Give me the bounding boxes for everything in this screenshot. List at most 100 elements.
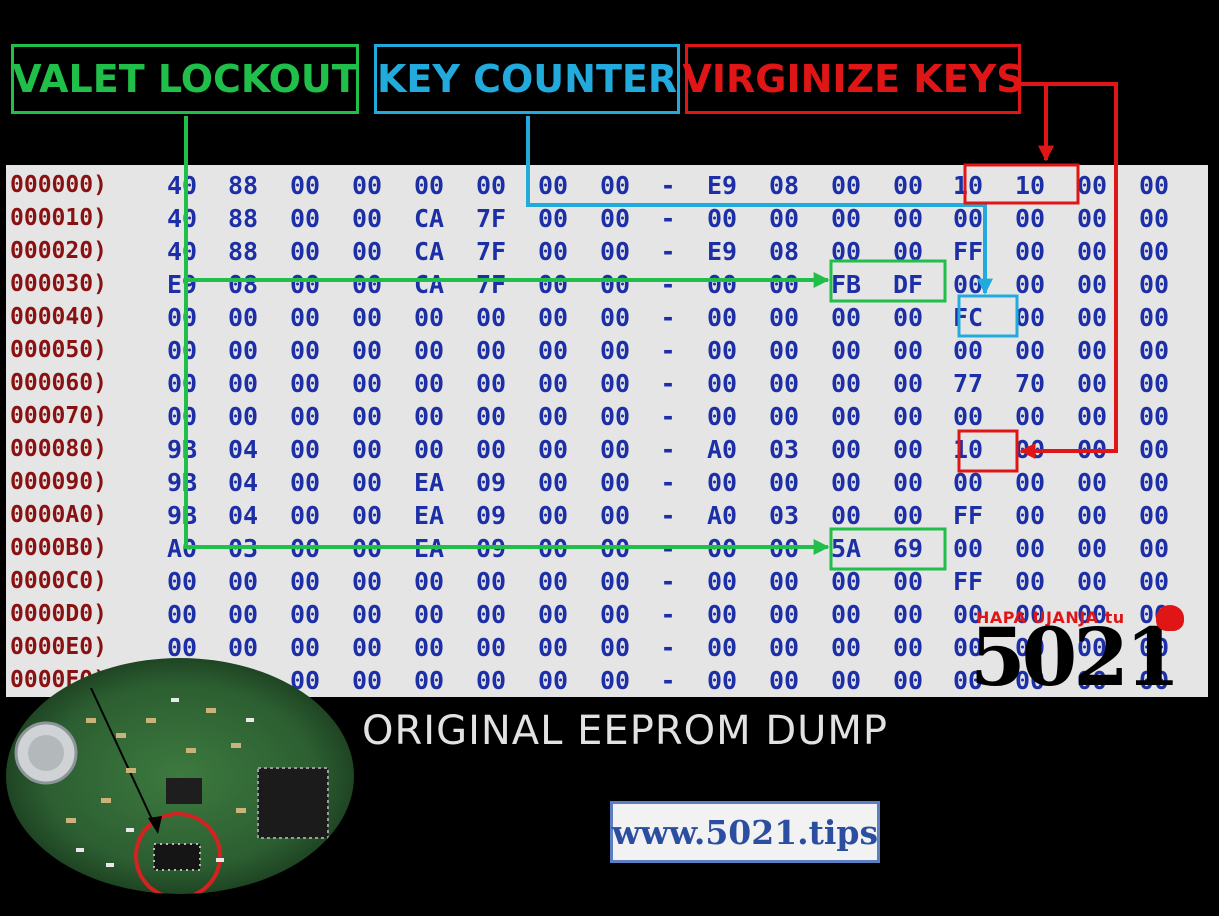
byte-cell: 00 xyxy=(830,567,862,596)
byte-cell: 00 xyxy=(892,567,924,596)
byte-cell: 00 xyxy=(706,303,738,332)
byte-cell: 00 xyxy=(166,336,198,365)
byte-cell: 00 xyxy=(1076,204,1108,233)
circuit-board-illustration xyxy=(14,687,329,894)
byte-cell: 00 xyxy=(289,303,321,332)
byte-cell: 00 xyxy=(1014,534,1046,563)
byte-cell: 00 xyxy=(1138,435,1170,464)
row-address: 0000C0) xyxy=(10,568,107,594)
byte-cell: 00 xyxy=(537,501,569,530)
byte-cell: 00 xyxy=(289,171,321,200)
byte-cell: CA xyxy=(413,270,445,299)
byte-cell: 00 xyxy=(706,600,738,629)
key-counter-label: KEY COUNTER xyxy=(374,44,680,114)
byte-cell: 00 xyxy=(227,567,259,596)
byte-cell: 5A xyxy=(830,534,862,563)
byte-cell: 00 xyxy=(892,600,924,629)
byte-cell: 00 xyxy=(351,435,383,464)
byte-cell: 00 xyxy=(768,336,800,365)
row-address: 000000) xyxy=(10,172,107,198)
byte-cell: 00 xyxy=(413,633,445,662)
byte-separator: - xyxy=(660,171,676,200)
byte-cell: 10 xyxy=(952,171,984,200)
byte-separator: - xyxy=(660,600,676,629)
byte-cell: 00 xyxy=(892,666,924,695)
byte-cell: 00 xyxy=(1014,204,1046,233)
byte-cell: 00 xyxy=(599,435,631,464)
byte-cell: 08 xyxy=(227,270,259,299)
byte-cell: EA xyxy=(413,501,445,530)
byte-cell: 9B xyxy=(166,468,198,497)
byte-separator: - xyxy=(660,435,676,464)
byte-cell: 00 xyxy=(289,567,321,596)
byte-cell: 00 xyxy=(952,468,984,497)
byte-cell: 00 xyxy=(1014,633,1046,662)
byte-cell: 00 xyxy=(289,633,321,662)
byte-cell: 03 xyxy=(768,435,800,464)
byte-cell: 10 xyxy=(1014,171,1046,200)
byte-cell: 03 xyxy=(768,501,800,530)
byte-cell: 00 xyxy=(706,567,738,596)
byte-cell: 00 xyxy=(413,303,445,332)
byte-cell: 00 xyxy=(537,270,569,299)
byte-cell: 00 xyxy=(227,600,259,629)
byte-cell: 04 xyxy=(227,435,259,464)
key-counter-arrow xyxy=(526,116,993,295)
byte-cell: 00 xyxy=(1076,534,1108,563)
website-link[interactable]: www.5021.tips xyxy=(610,801,880,863)
byte-cell: 00 xyxy=(830,336,862,365)
byte-cell: 00 xyxy=(413,402,445,431)
byte-cell: 7F xyxy=(475,237,507,266)
byte-cell: 00 xyxy=(289,468,321,497)
byte-cell: 00 xyxy=(599,567,631,596)
byte-cell: 00 xyxy=(1014,567,1046,596)
byte-cell: E9 xyxy=(166,270,198,299)
byte-cell: 70 xyxy=(1014,369,1046,398)
byte-cell: 00 xyxy=(830,600,862,629)
byte-cell: 00 xyxy=(768,633,800,662)
byte-cell: 00 xyxy=(537,468,569,497)
byte-cell: 00 xyxy=(227,369,259,398)
byte-cell: 00 xyxy=(475,666,507,695)
byte-cell: 00 xyxy=(289,600,321,629)
byte-cell: FF xyxy=(952,237,984,266)
byte-cell: 00 xyxy=(706,336,738,365)
byte-cell: 00 xyxy=(166,369,198,398)
byte-cell: 00 xyxy=(1014,600,1046,629)
row-address: 0000E0) xyxy=(10,634,107,660)
byte-cell: 00 xyxy=(351,633,383,662)
brand-logo: HAPA UJANJA tu 5021 xyxy=(970,605,1190,700)
byte-cell: 00 xyxy=(1138,534,1170,563)
byte-cell: FF xyxy=(952,501,984,530)
byte-cell: 00 xyxy=(475,369,507,398)
byte-separator: - xyxy=(660,666,676,695)
row-address: 0000D0) xyxy=(10,601,107,627)
byte-cell: 00 xyxy=(768,369,800,398)
byte-cell: 00 xyxy=(1076,336,1108,365)
valet-arrow-2 xyxy=(184,280,830,555)
byte-cell: 00 xyxy=(1138,336,1170,365)
byte-cell: 00 xyxy=(537,567,569,596)
byte-cell: 00 xyxy=(706,204,738,233)
circuit-board-photo xyxy=(6,658,354,894)
byte-cell: 00 xyxy=(1076,270,1108,299)
byte-cell: 00 xyxy=(952,336,984,365)
byte-cell: A0 xyxy=(706,435,738,464)
byte-cell: 00 xyxy=(830,633,862,662)
valet-lockout-text: VALET LOCKOUT xyxy=(12,57,358,101)
byte-cell: 00 xyxy=(952,666,984,695)
byte-cell: 00 xyxy=(952,402,984,431)
byte-cell: 00 xyxy=(227,402,259,431)
byte-cell: 00 xyxy=(1014,270,1046,299)
byte-cell: 00 xyxy=(952,204,984,233)
byte-cell: 00 xyxy=(413,171,445,200)
row-address: 000050) xyxy=(10,337,107,363)
